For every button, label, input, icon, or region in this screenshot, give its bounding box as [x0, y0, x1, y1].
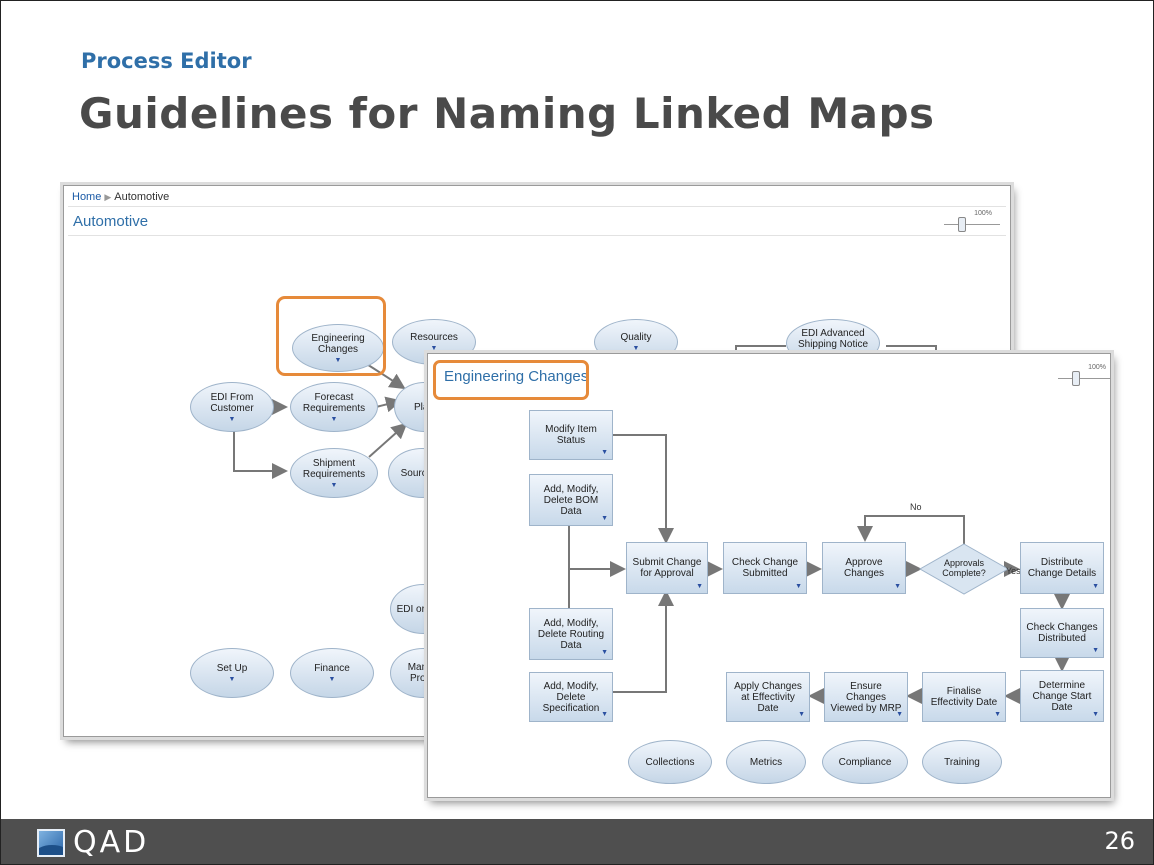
map-title: Engineering Changes — [444, 368, 589, 385]
node-metrics[interactable]: Metrics — [726, 740, 806, 784]
chevron-down-icon[interactable]: ▼ — [334, 356, 342, 364]
node-submit-change[interactable]: Submit Change for Approval▼ — [626, 542, 708, 594]
chevron-down-icon[interactable]: ▼ — [228, 676, 236, 683]
node-distribute-change-details[interactable]: Distribute Change Details▼ — [1020, 542, 1104, 594]
node-training[interactable]: Training — [922, 740, 1002, 784]
chevron-down-icon[interactable]: ▼ — [896, 711, 903, 718]
chevron-down-icon[interactable]: ▼ — [798, 711, 805, 718]
node-routing-data[interactable]: Add, Modify, Delete Routing Data▼ — [529, 608, 613, 660]
chevron-down-icon[interactable]: ▼ — [330, 415, 338, 423]
chevron-down-icon[interactable]: ▼ — [994, 711, 1001, 718]
page-number: 26 — [1104, 827, 1135, 855]
breadcrumb-home-link[interactable]: Home — [72, 191, 102, 203]
zoom-track — [1058, 378, 1110, 379]
chevron-down-icon[interactable]: ▼ — [601, 711, 608, 718]
node-shipment-requirements[interactable]: Shipment Requirements▼ — [290, 448, 378, 498]
node-determine-change-start-date[interactable]: Determine Change Start Date▼ — [1020, 670, 1104, 722]
node-forecast-requirements[interactable]: Forecast Requirements▼ — [290, 382, 378, 432]
chevron-down-icon[interactable]: ▼ — [1092, 583, 1099, 590]
chevron-down-icon[interactable]: ▼ — [894, 583, 901, 590]
footer-bar: QAD 26 — [1, 819, 1153, 864]
node-approve-changes[interactable]: Approve Changes▼ — [822, 542, 906, 594]
node-check-changes-distributed[interactable]: Check Changes Distributed▼ — [1020, 608, 1104, 658]
node-finalise-effectivity-date[interactable]: Finalise Effectivity Date▼ — [922, 672, 1006, 722]
zoom-handle[interactable] — [958, 217, 966, 232]
chevron-down-icon[interactable]: ▼ — [1092, 647, 1099, 654]
slide-kicker: Process Editor — [81, 49, 252, 73]
node-check-change-submitted[interactable]: Check Change Submitted▼ — [723, 542, 807, 594]
breadcrumb: Home▶Automotive — [72, 191, 169, 203]
zoom-level: 100% — [974, 210, 992, 217]
zoom-track — [944, 224, 1000, 225]
breadcrumb-current: Automotive — [114, 191, 170, 203]
chevron-down-icon[interactable]: ▼ — [330, 481, 338, 489]
chevron-down-icon[interactable]: ▼ — [601, 515, 608, 522]
decision-diamond[interactable] — [918, 543, 1010, 595]
divider — [68, 235, 1006, 236]
node-compliance[interactable]: Compliance — [822, 740, 908, 784]
zoom-level: 100% — [1088, 364, 1106, 371]
node-bom-data[interactable]: Add, Modify, Delete BOM Data▼ — [529, 474, 613, 526]
zoom-handle[interactable] — [1072, 371, 1080, 386]
node-approvals-complete[interactable]: Approvals Complete? — [942, 558, 986, 578]
chevron-down-icon[interactable]: ▼ — [696, 583, 703, 590]
qad-logo: QAD — [37, 825, 149, 860]
chevron-down-icon[interactable]: ▼ — [632, 345, 640, 352]
map-title: Automotive — [73, 213, 149, 230]
engineering-changes-map-screenshot: Engineering Changes 100% — [427, 353, 1111, 798]
brand-name: QAD — [73, 825, 150, 860]
chevron-down-icon[interactable]: ▼ — [601, 449, 608, 456]
decision-no-label: No — [910, 502, 922, 512]
chevron-down-icon[interactable]: ▼ — [430, 345, 438, 352]
highlight-engineering-changes — [276, 296, 386, 376]
node-engineering-changes[interactable]: Engineering Changes▼ — [292, 324, 384, 372]
chevron-down-icon[interactable]: ▼ — [795, 583, 802, 590]
chevron-down-icon[interactable]: ▼ — [1092, 711, 1099, 718]
qad-logo-icon — [37, 828, 65, 857]
node-specification[interactable]: Add, Modify, Delete Specification▼ — [529, 672, 613, 722]
node-edi-from-customer[interactable]: EDI From Customer▼ — [190, 382, 274, 432]
node-finance[interactable]: Finance▼ — [290, 648, 374, 698]
slide-title: Guidelines for Naming Linked Maps — [79, 89, 935, 138]
node-set-up[interactable]: Set Up▼ — [190, 648, 274, 698]
node-apply-changes[interactable]: Apply Changes at Effectivity Date▼ — [726, 672, 810, 722]
decision-yes-label: Yes — [1006, 566, 1021, 576]
zoom-slider[interactable]: 100% — [1058, 364, 1110, 386]
node-ensure-changes-viewed[interactable]: Ensure Changes Viewed by MRP▼ — [824, 672, 908, 722]
chevron-down-icon[interactable]: ▼ — [228, 415, 236, 423]
chevron-down-icon[interactable]: ▼ — [601, 649, 608, 656]
breadcrumb-separator-icon: ▶ — [104, 192, 112, 202]
zoom-slider[interactable]: 100% — [944, 210, 1000, 232]
divider — [68, 206, 1006, 207]
node-modify-item-status[interactable]: Modify Item Status▼ — [529, 410, 613, 460]
node-collections[interactable]: Collections — [628, 740, 712, 784]
highlight-map-title — [433, 360, 589, 400]
chevron-down-icon[interactable]: ▼ — [328, 676, 336, 683]
process-connectors: No Yes — [568, 434, 1070, 704]
